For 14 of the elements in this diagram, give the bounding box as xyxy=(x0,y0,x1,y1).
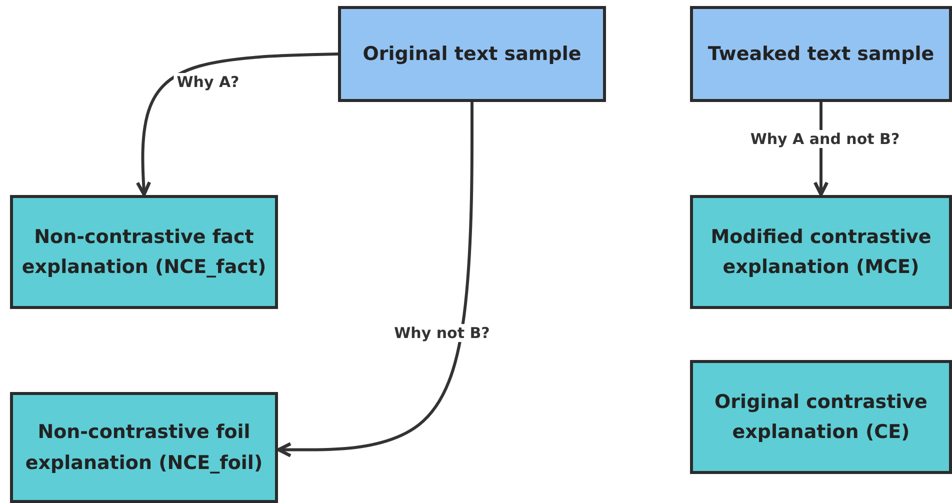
process-box xyxy=(338,6,606,102)
process-box xyxy=(10,392,278,503)
box-label: Non-contrastive foil explanation (NCE_foil) xyxy=(24,420,264,476)
box-label: Original text sample xyxy=(362,42,582,67)
process-box xyxy=(690,6,952,102)
process-box xyxy=(10,195,278,309)
box-label: Non-contrastive fact explanation (NCE_fact) xyxy=(20,224,268,280)
box-label: Tweaked text sample xyxy=(706,42,936,67)
process-box xyxy=(690,360,952,474)
arrow xyxy=(136,52,338,196)
box-label: Original contrastive explanation (CE) xyxy=(714,390,928,445)
arrow xyxy=(276,102,474,458)
box-label: Modified contrastive explanation (MCE) xyxy=(710,224,932,280)
process-box xyxy=(690,195,952,309)
